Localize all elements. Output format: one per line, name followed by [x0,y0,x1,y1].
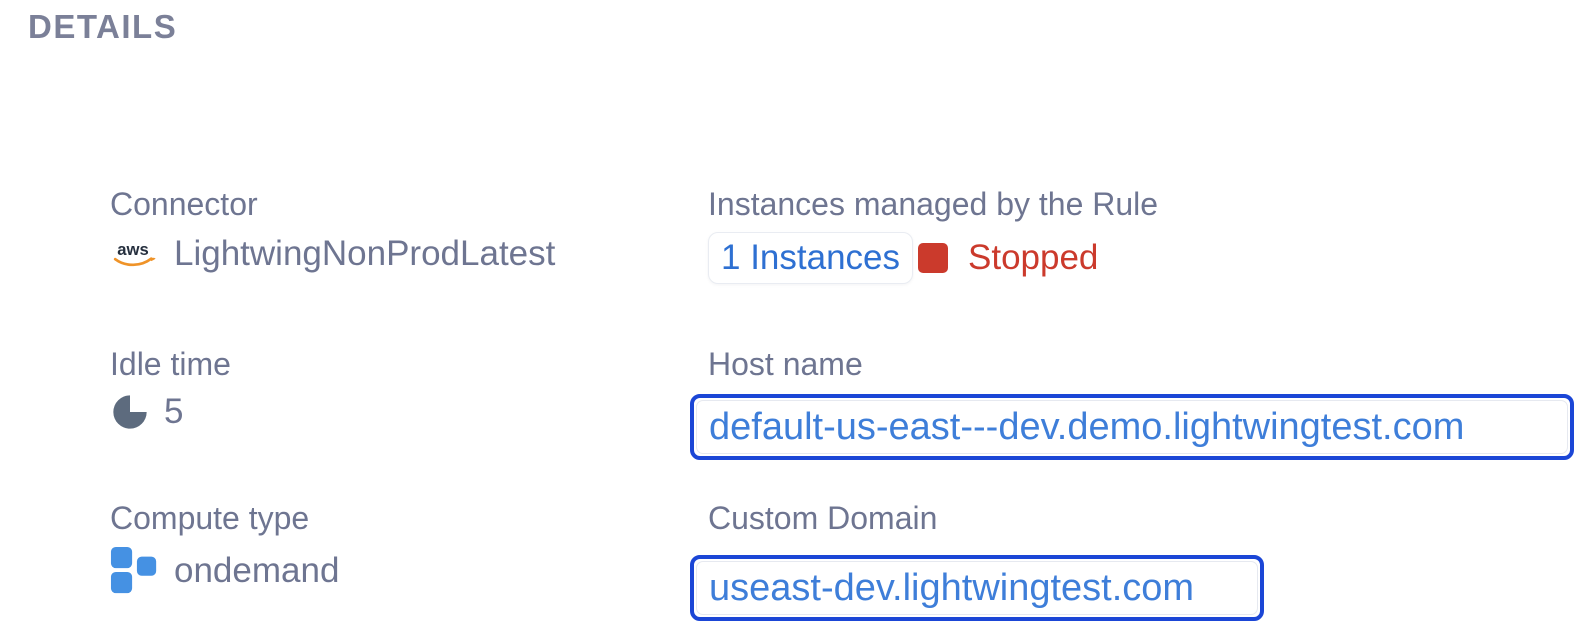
host-name-chip: default-us-east---dev.demo.lightwingtest… [696,400,1568,454]
idle-time-pie-icon [110,392,150,432]
stopped-status-square-icon [918,243,948,273]
idle-time-value: 5 [164,392,184,431]
page-title: DETAILS [28,8,178,45]
connector-label: Connector [110,186,258,222]
host-name-label: Host name [708,346,863,382]
field-custom-domain: Custom Domain [708,498,937,538]
compute-blocks-icon [110,546,160,596]
field-idle-time: Idle time 5 [110,344,231,432]
field-connector: Connector aws LightwingNonProdLatest [110,184,555,274]
compute-type-value: ondemand [174,551,340,590]
svg-text:aws: aws [117,240,148,259]
custom-domain-label: Custom Domain [708,500,938,536]
field-compute-type: Compute type ondemand [110,498,339,596]
instances-label: Instances managed by the Rule [708,186,1159,222]
custom-domain-chip: useast-dev.lightwingtest.com [696,561,1258,615]
instances-count-link[interactable]: 1 Instances [708,232,913,284]
status-badge: Stopped [968,238,1099,277]
host-name-value: default-us-east---dev.demo.lightwingtest… [709,405,1465,448]
field-instances: Instances managed by the Rule 1 Instance… [708,184,1158,284]
aws-logo-icon: aws [110,236,160,272]
connector-value: LightwingNonProdLatest [174,234,556,273]
host-name-link-box[interactable]: default-us-east---dev.demo.lightwingtest… [690,394,1574,460]
compute-type-label: Compute type [110,500,310,536]
idle-time-label: Idle time [110,346,231,382]
field-host-name: Host name [708,344,863,384]
custom-domain-link-box[interactable]: useast-dev.lightwingtest.com [690,555,1264,621]
custom-domain-value: useast-dev.lightwingtest.com [709,566,1195,609]
